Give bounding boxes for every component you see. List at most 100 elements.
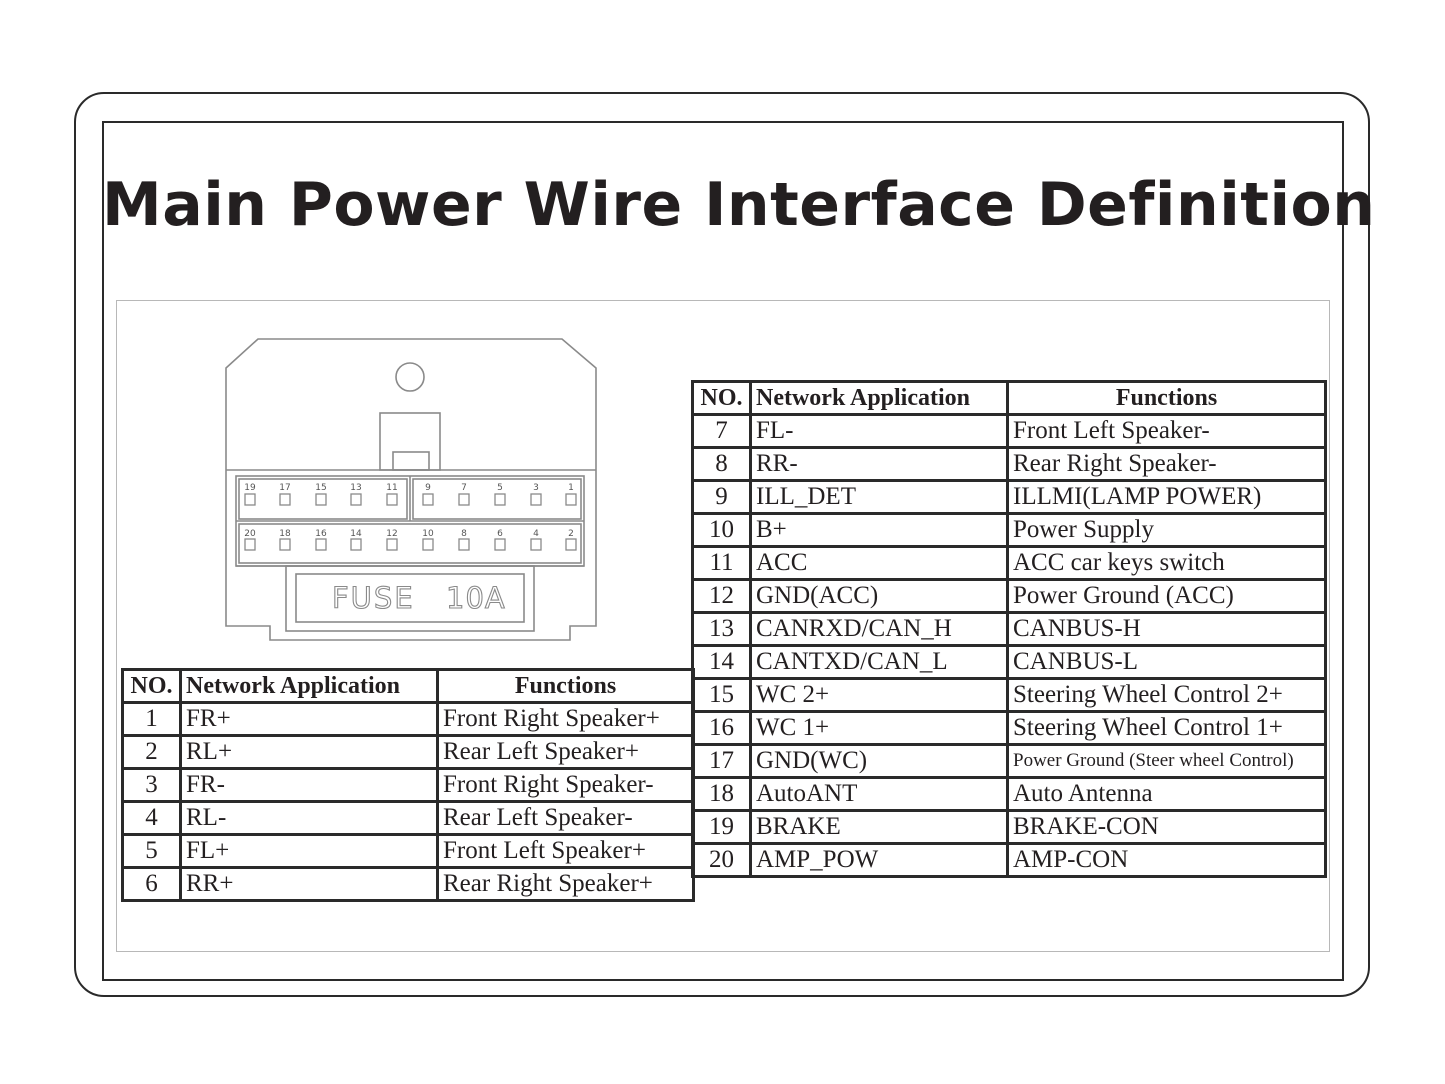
- pin-number: 6: [121, 866, 182, 902]
- outer-frame: [74, 92, 1370, 997]
- pin-number: 4: [121, 800, 182, 836]
- pin-number: 10: [691, 512, 752, 548]
- pin-function: Rear Right Speaker-: [1006, 446, 1327, 482]
- pin-label: 20: [244, 529, 256, 539]
- network-application: BRAKE: [749, 809, 1009, 845]
- network-application: WC 2+: [749, 677, 1009, 713]
- pin-function: Auto Antenna: [1006, 776, 1327, 812]
- pin-socket: [279, 538, 291, 551]
- network-application: GND(WC): [749, 743, 1009, 779]
- network-application: CANTXD/CAN_L: [749, 644, 1009, 680]
- pin-number: 3: [121, 767, 182, 803]
- network-application: CANRXD/CAN_H: [749, 611, 1009, 647]
- pin-number: 14: [691, 644, 752, 680]
- pin-label: 7: [461, 483, 467, 493]
- pin-number: 7: [691, 413, 752, 449]
- pin-function: Front Left Speaker+: [436, 833, 695, 869]
- pin-function: Power Ground (Steer wheel Control): [1006, 743, 1327, 779]
- pin-number: 2: [121, 734, 182, 770]
- pin-socket: [350, 538, 362, 551]
- pin-socket: [386, 493, 398, 506]
- pin-number: 20: [691, 842, 752, 878]
- pin-label: 6: [497, 529, 503, 539]
- pin-label: 19: [244, 483, 256, 493]
- network-application: FL-: [749, 413, 1009, 449]
- pin-function: ACC car keys switch: [1006, 545, 1327, 581]
- pin-label: 13: [350, 483, 361, 493]
- pin-label: 16: [315, 529, 327, 539]
- network-application: RR+: [179, 866, 439, 902]
- pin-function: Front Left Speaker-: [1006, 413, 1327, 449]
- pin-label: 18: [279, 529, 291, 539]
- pin-label: 1: [568, 483, 574, 493]
- connector-latch: [379, 412, 441, 471]
- header-functions: Functions: [436, 668, 695, 704]
- pin-function: Front Right Speaker-: [436, 767, 695, 803]
- pin-function: CANBUS-H: [1006, 611, 1327, 647]
- pin-socket: [494, 493, 506, 506]
- pin-number: 18: [691, 776, 752, 812]
- pin-socket: [244, 493, 256, 506]
- network-application: WC 1+: [749, 710, 1009, 746]
- network-application: AMP_POW: [749, 842, 1009, 878]
- connector-latch-inner: [392, 451, 430, 471]
- header-application: Network Application: [179, 668, 439, 704]
- pin-socket: [530, 538, 542, 551]
- pin-socket: [350, 493, 362, 506]
- table-header-row: NO. Network Application Functions: [691, 380, 1327, 416]
- pin-label: 10: [422, 529, 434, 539]
- content-box: [116, 300, 1330, 952]
- page-title: Main Power Wire Interface Definition: [102, 170, 1376, 240]
- pin-socket: [422, 493, 434, 506]
- pin-function: Steering Wheel Control 2+: [1006, 677, 1327, 713]
- pin-label: 8: [461, 529, 467, 539]
- pin-socket: [458, 538, 470, 551]
- pin-socket: [244, 538, 256, 551]
- pin-number: 8: [691, 446, 752, 482]
- pin-function: Power Supply: [1006, 512, 1327, 548]
- pin-label: 17: [279, 483, 290, 493]
- network-application: FR-: [179, 767, 439, 803]
- network-application: B+: [749, 512, 1009, 548]
- pin-function: Power Ground (ACC): [1006, 578, 1327, 614]
- pin-socket: [494, 538, 506, 551]
- pin-socket: [530, 493, 542, 506]
- network-application: FL+: [179, 833, 439, 869]
- pin-socket: [565, 493, 577, 506]
- pin-socket: [279, 493, 291, 506]
- pin-label: 4: [533, 529, 539, 539]
- pin-number: 1: [121, 701, 182, 737]
- connector-housing-outline: [225, 338, 597, 641]
- network-application: AutoANT: [749, 776, 1009, 812]
- pin-number: 16: [691, 710, 752, 746]
- pin-label: 14: [350, 529, 362, 539]
- network-application: GND(ACC): [749, 578, 1009, 614]
- pin-socket: [315, 493, 327, 506]
- header-no: NO.: [691, 380, 752, 416]
- pin-number: 13: [691, 611, 752, 647]
- network-application: RL+: [179, 734, 439, 770]
- pin-label: 3: [533, 483, 539, 493]
- network-application: ACC: [749, 545, 1009, 581]
- pin-label: 15: [315, 483, 326, 493]
- pin-label: 5: [497, 483, 503, 493]
- fuse-rating: 10A: [446, 581, 506, 615]
- pin-function: CANBUS-L: [1006, 644, 1327, 680]
- network-application: ILL_DET: [749, 479, 1009, 515]
- pin-number: 17: [691, 743, 752, 779]
